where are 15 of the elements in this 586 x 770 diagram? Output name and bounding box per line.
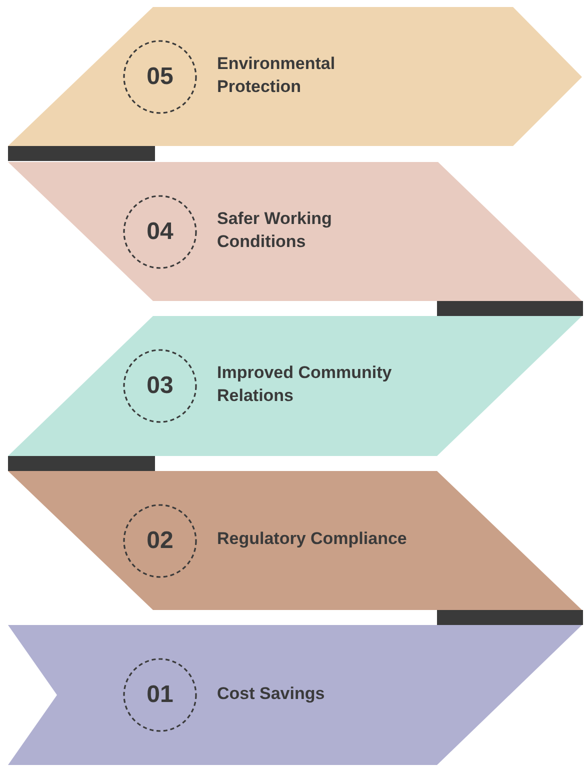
step-title: Environmental Protection [217,52,336,98]
arrow-banner [8,471,582,610]
dashed-number-circle: 05 [123,40,197,114]
dashed-number-circle: 04 [123,194,197,268]
dashed-number-circle: 03 [123,349,197,423]
arrow-banner [8,625,582,765]
step-title: Improved Community Relations [217,362,393,407]
step-title: Regulatory Compliance [217,528,408,550]
step-title: Cost Savings [217,682,326,704]
step-title: Safer Working Conditions [217,208,333,252]
arrow-banner [8,162,582,301]
dashed-number-circle: 01 [123,658,197,732]
arrow-banner [8,7,582,146]
dashed-number-circle: 02 [123,504,197,578]
arrow-banner [8,316,582,456]
